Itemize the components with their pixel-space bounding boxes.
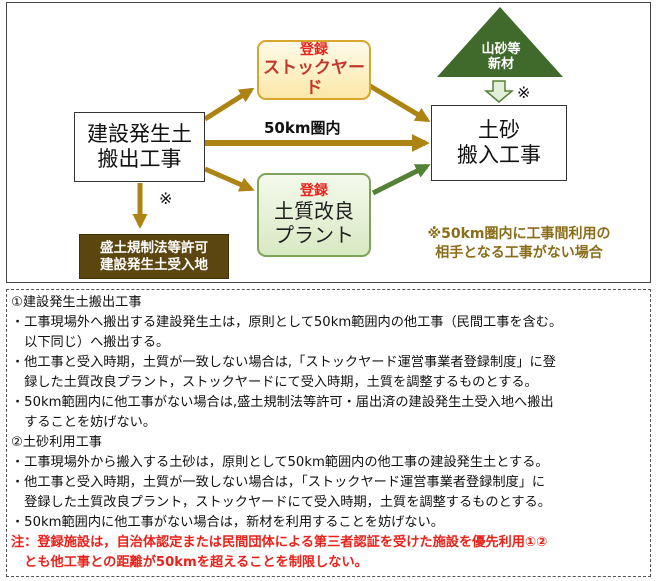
asterisk-mark-disposal: ※ [159,189,173,208]
plant-registered-label: 登録 [300,182,328,199]
source-line2: 搬出工事 [97,147,182,171]
note-line: 注：登録施設は，自治体認定または民間団体による第三者認証を受けた施設を優先利用①… [11,535,548,550]
destination-construction-box: 土砂 搬入工事 [431,105,567,181]
soil-improvement-plant-box: 登録 土質改良 プラント [257,173,371,257]
flow-diagram [132,7,563,229]
text-line: ②土砂利用工事 [11,435,102,450]
stockyard-name: ストックヤード [263,57,365,99]
text-line: ・他工事と受入時期，土質が一致しない場合は,「ストックヤード運営事業者登録制度」… [11,355,556,370]
text-line: ・工事現場外へ搬出する建設発生土は，原則として50km範囲内の他工事（民間工事を… [11,315,563,330]
text-line: 登録した土質改良プラント，ストックヤードにて受入時期，土質を調整するものとする。 [11,495,551,510]
destination-line1: 土砂 [478,117,520,142]
virgin-line1: 山砂等 [481,42,521,57]
explanation-panel: ①建設発生土搬出工事・工事現場外へ搬出する建設発生土は，原則として50km範囲内… [6,289,651,577]
arrow-stockyard-to-destination [363,80,431,123]
text-line: 以下同じ）へ搬出する。 [11,335,170,350]
virgin-line2: 新材 [487,56,514,72]
destination-line2: 搬入工事 [457,143,541,167]
virgin-material-triangle [437,7,563,77]
virgin-material-label: 山砂等 新材 [453,42,549,73]
text-line: 録した土質改良プラント，ストックヤードにて受入時期，土質を調整するものとする。 [11,375,538,390]
disposal-site-box: 盛土規制法等許可 建設発生土受入地 [79,234,229,279]
asterisk-mark-virgin: ※ [517,83,531,102]
plant-line1: 土質改良 [274,199,354,224]
source-construction-box: 建設発生土 搬出工事 [74,112,205,182]
text-line: ・工事現場外から搬入する土砂は，原則として50km範囲内の他工事の建設発生土とす… [11,455,549,470]
plant-line2: プラント [274,223,354,248]
stockyard-registered-label: 登録 [300,41,328,58]
arrow-virgin-to-destination [483,80,515,103]
arrow-plant-to-destination [371,163,431,196]
note-line: とも他工事との距離が50kmを超えることを制限しない。 [11,555,368,570]
source-line1: 建設発生土 [87,121,192,146]
text-line: ・50km範囲内に他工事がない場合は，新材を利用することを妨げない。 [11,515,444,530]
disposal-line2: 建設発生土受入地 [100,256,208,273]
note-line1: ※50km圏内に工事間利用の [427,226,611,242]
arrow-source-to-stockyard [203,87,255,122]
stockyard-box: 登録 ストックヤード [257,40,371,100]
condition-note: ※50km圏内に工事間利用の 相手となる工事がない場合 [399,225,639,263]
disposal-line1: 盛土規制法等許可 [100,240,208,257]
text-line: ・他工事と受入時期，土質が一致しない場合は，「ストックヤード運営事業者登録制度」… [11,475,546,490]
flow-diagram-panel: 建設発生土 搬出工事 土砂 搬入工事 登録 ストックヤード 登録 土質改良 プラ… [6,2,651,283]
text-line: ①建設発生土搬出工事 [11,295,142,310]
route-distance-label: 50km圏内 [264,119,341,137]
text-line: することを妨げない。 [11,415,157,430]
note-line2: 相手となる工事がない場合 [435,244,603,261]
arrow-source-to-plant [204,166,255,192]
text-line: ・50km範囲内に他工事がない場合は,盛土規制法等許可・届出済の建設発生土受入地… [11,395,554,410]
